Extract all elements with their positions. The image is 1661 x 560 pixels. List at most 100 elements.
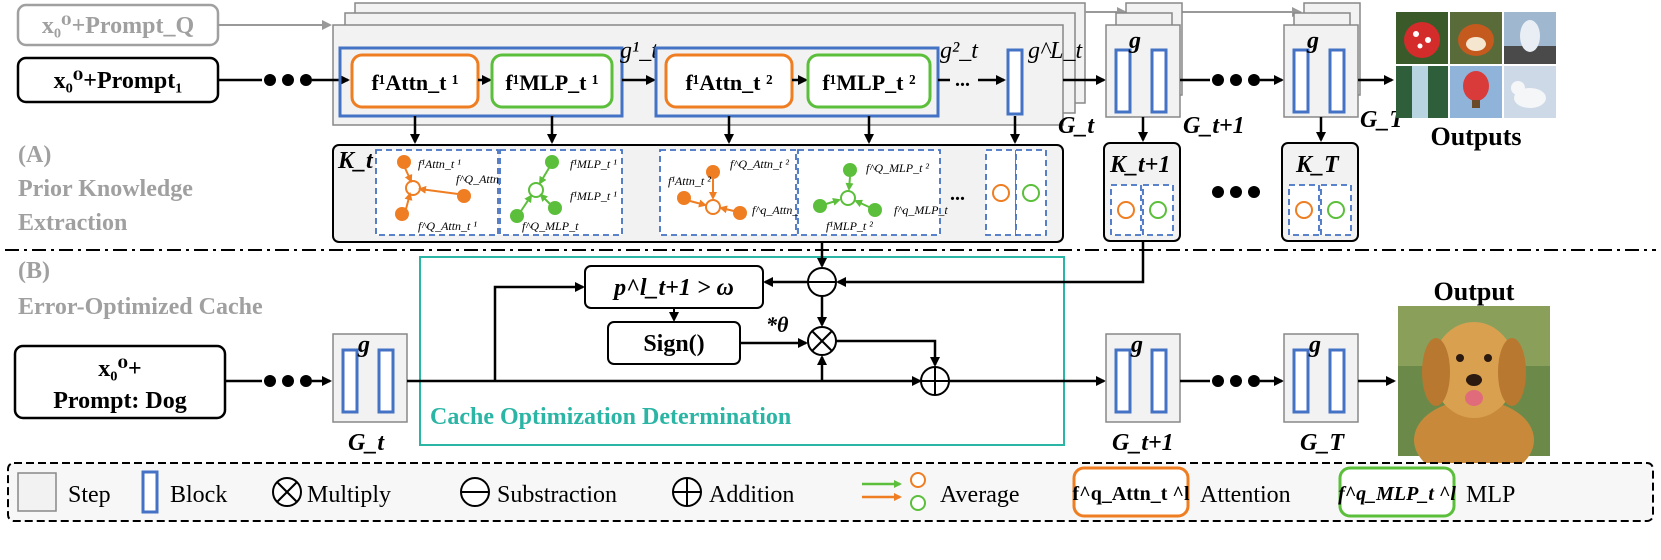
svg-text:f^q_MLP_t ^l: f^q_MLP_t ^l [1338,483,1456,505]
prompt-q-label: x₀⁰+Prompt_Q [42,13,194,39]
knowledge-attn-1: f¹Attn_t ¹ f^Q_Attn_t f^Q_Attn_t ¹ [375,149,509,236]
knowledge-avg-L [985,149,1047,236]
prompt-1-label: x₀⁰+Prompt₁ [54,68,183,94]
block-L [1006,48,1024,116]
output-label: Output [1434,277,1515,306]
section-b-title: Error-Optimized Cache [18,294,263,320]
outputs-image-grid [1396,12,1556,118]
addition-node [920,366,950,396]
G-t1-top-label: G_t+1 [1183,113,1245,139]
section-a-title-1: Prior Knowledge [18,176,193,202]
cache-box-title: Cache Optimization Determination [430,404,791,430]
svg-text:f^Q_MLP_t: f^Q_MLP_t [522,219,579,233]
prompt-1-input: x₀⁰+Prompt₁ [16,56,220,104]
G-t-top-label: G_t [1058,113,1095,139]
legend-step-label: Step [68,482,111,508]
output-dog-image [1398,306,1550,480]
g-label-bottom-2: g [1130,332,1143,358]
svg-text:f¹Attn_t ²: f¹Attn_t ² [668,174,711,188]
ellipsis-dots-2 [1212,74,1260,86]
subtraction-node [807,267,837,297]
sign-label: Sign() [643,331,704,357]
attn-block-2-label: f¹Attn_t ² [685,70,773,95]
knowledge-attn-2: f¹Attn_t ² f^Q_Attn_t ² f^q_Attn_t [659,149,802,236]
legend-attention: f^q_Attn_t ^l Attention [1072,466,1291,518]
down-arrows-to-Kt [410,116,1326,144]
prompt-dog-input: x₀⁰+ Prompt: Dog [13,344,227,420]
K-T-label: K_T [1295,152,1340,178]
mlp-block-2 [806,53,932,109]
legend-average: Average [862,472,1020,511]
g-label-bottom-1: g [357,332,370,358]
step-stack-GT [1283,2,1361,118]
svg-text:f¹MLP_t ¹: f¹MLP_t ¹ [570,157,617,171]
legend-block-label: Block [170,482,227,508]
svg-text:f^Q_Attn_t ¹: f^Q_Attn_t ¹ [418,219,477,233]
G-T-bottom-label: G_T [1300,430,1345,456]
legend-addition: Addition [672,477,794,508]
svg-text:f^q_Attn_t ^l: f^q_Attn_t ^l [1072,483,1190,505]
prompt-dog-line1: x₀⁰+ [98,356,141,382]
legend-attention-label: Attention [1200,482,1291,508]
g-t-2-label: g²_t [940,38,979,64]
K-t-label: K_t [337,148,374,174]
g-label-top-2: g [1306,28,1319,54]
legend-subtraction-label: Substraction [497,482,617,508]
ellipsis-dots-4 [264,375,312,387]
g-label-top-1: g [1128,28,1141,54]
theta-label: *θ [766,312,789,337]
svg-text:f^Q_MLP_t ²: f^Q_MLP_t ² [866,161,929,175]
legend-addition-label: Addition [709,482,794,508]
legend-box [7,462,1654,522]
ellipsis-top: ... [955,69,970,91]
section-a-title-2: Extraction [18,210,127,236]
step-Gt1-bottom [1105,333,1181,423]
legend-average-label: Average [940,482,1020,508]
legend-multiply-label: Multiply [307,482,391,508]
section-b-tag: (B) [18,258,50,284]
knowledge-box-KT [1281,142,1359,242]
legend-mlp-label: MLP [1466,482,1515,508]
layer-group-1 [338,46,624,118]
svg-text:f¹Attn_t ¹: f¹Attn_t ¹ [418,157,461,171]
prompt-dog-line2: Prompt: Dog [53,388,187,414]
multiply-node [807,326,837,356]
svg-text:f^Q_Attn_t: f^Q_Attn_t [456,172,509,186]
g-label-bottom-3: g [1308,332,1321,358]
ellipsis-dots-5 [1212,375,1260,387]
cache-optimization-box [419,256,1065,446]
K-t1-label: K_t+1 [1109,152,1170,178]
ellipsis-dots-3 [1212,186,1260,198]
ellipsis-dots-1 [264,74,312,86]
mlp-block-2-label: f¹MLP_t ² [822,70,916,95]
knowledge-mlp-1: f¹MLP_t ¹ f¹MLP_t ¹ f^Q_MLP_t [499,149,623,236]
layer-group-2 [654,46,940,118]
legend-step: Step [17,472,111,512]
svg-text:f^Q_Attn_t ²: f^Q_Attn_t ² [730,157,789,171]
outputs-label: Outputs [1430,122,1521,151]
mlp-block-1-label: f¹MLP_t ¹ [505,70,598,95]
cache-arrows [493,241,1145,381]
legend-subtraction: Substraction [460,477,617,508]
g-t-1-label: g¹_t [620,38,659,64]
legend-multiply: Multiply [272,477,391,508]
svg-text:f^q_MLP_t: f^q_MLP_t [894,203,948,217]
step-stack-Gt1 [1105,2,1183,118]
ellipsis-mid: ... [950,183,965,205]
svg-text:f¹MLP_t ²: f¹MLP_t ² [826,219,873,233]
threshold-label: p^l_t+1 > ω [612,275,734,301]
legend-mlp: f^q_MLP_t ^l MLP [1338,466,1515,518]
attn-block-1-label: f¹Attn_t ¹ [371,70,458,95]
step-GT-bottom [1283,333,1359,423]
step-Gt-bottom [332,333,408,423]
legend-block: Block [141,470,227,514]
mlp-block-1 [490,53,614,109]
svg-text:f^q_Attn_t: f^q_Attn_t [752,203,802,217]
knowledge-mlp-2: f^Q_MLP_t ² f^q_MLP_t f¹MLP_t ² [797,149,948,236]
knowledge-box-Kt1 [1103,142,1181,242]
svg-text:f¹MLP_t ¹: f¹MLP_t ¹ [570,189,617,203]
g-t-L-label: g^L_t [1028,38,1083,64]
G-t-bottom-label: G_t [348,430,385,456]
section-a-tag: (A) [18,142,51,168]
